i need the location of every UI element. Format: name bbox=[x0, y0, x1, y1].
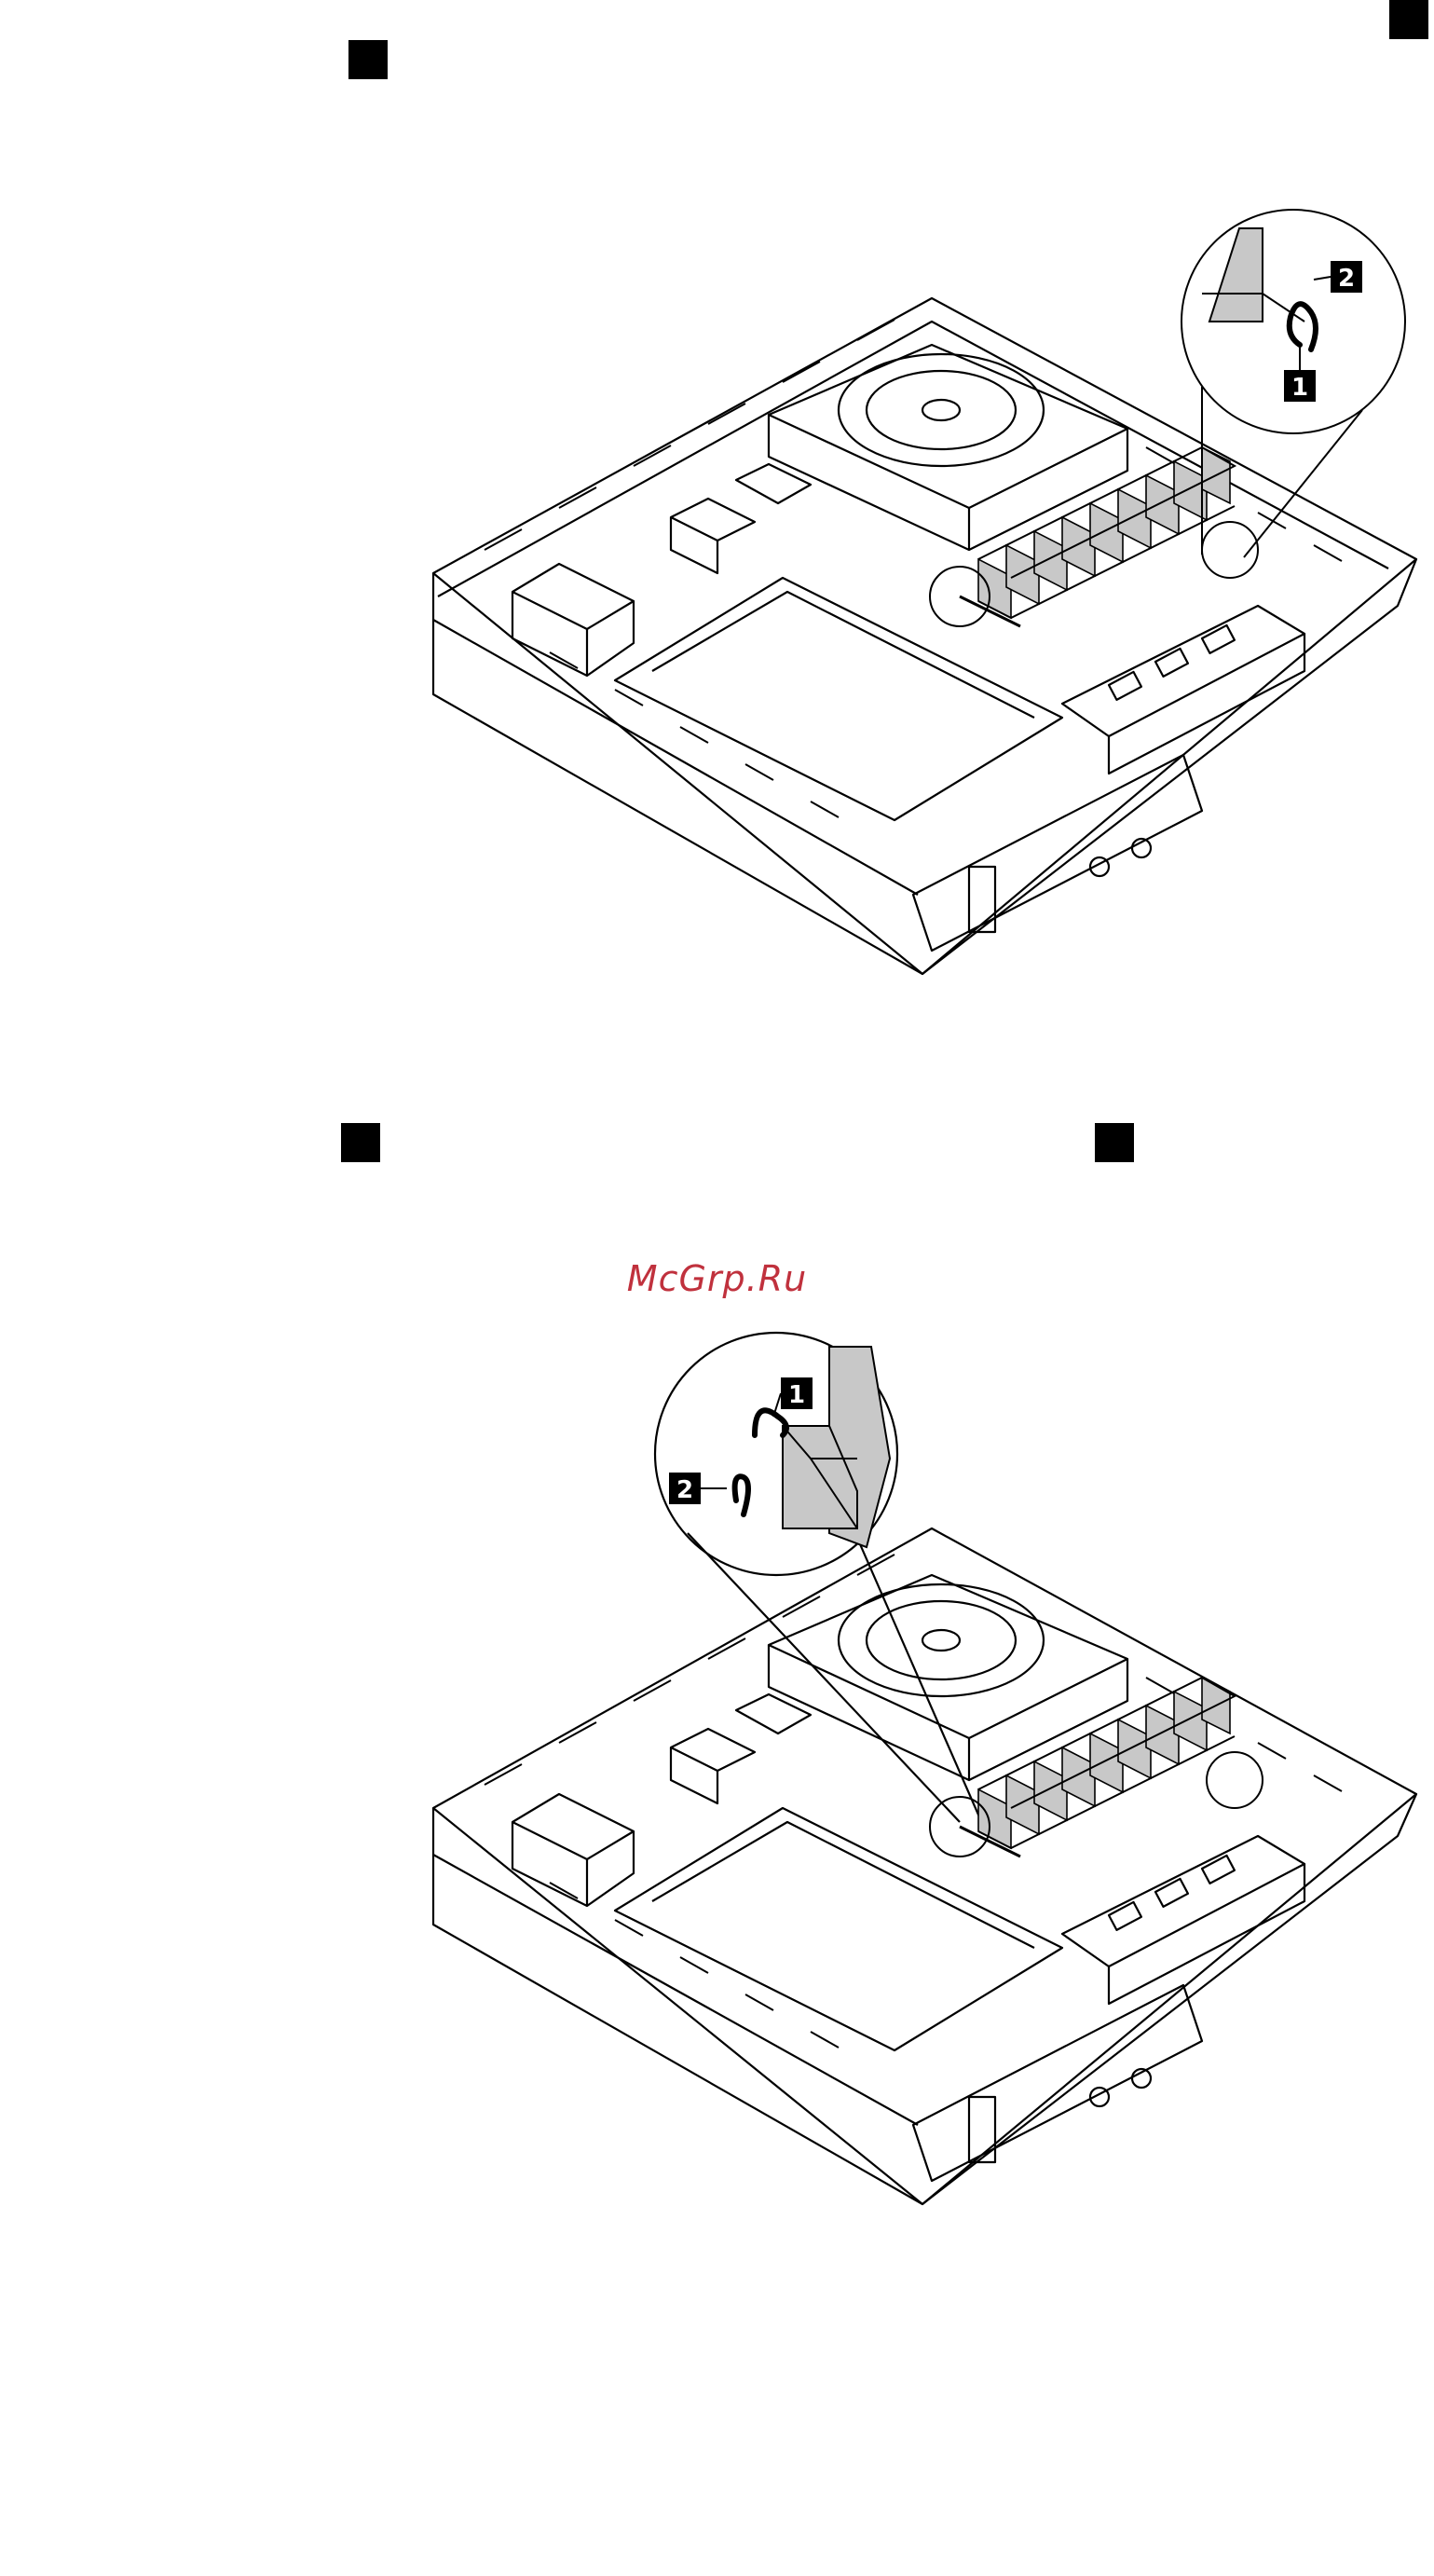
figure-top-heatsink-removal: 2 1 bbox=[0, 0, 1434, 1025]
callout-label-1-bottom: 1 bbox=[788, 1381, 805, 1409]
marker-square-mid-right bbox=[1095, 1123, 1134, 1162]
callout-label-2-bottom: 2 bbox=[676, 1476, 693, 1504]
watermark: McGrp.Ru bbox=[0, 1258, 1434, 1299]
callout-label-1-top: 1 bbox=[1291, 374, 1308, 402]
marker-square-mid-left bbox=[341, 1123, 380, 1162]
figure-bottom-heatsink-install: 1 2 bbox=[0, 1305, 1434, 2237]
callout-label-2-top: 2 bbox=[1338, 265, 1355, 293]
